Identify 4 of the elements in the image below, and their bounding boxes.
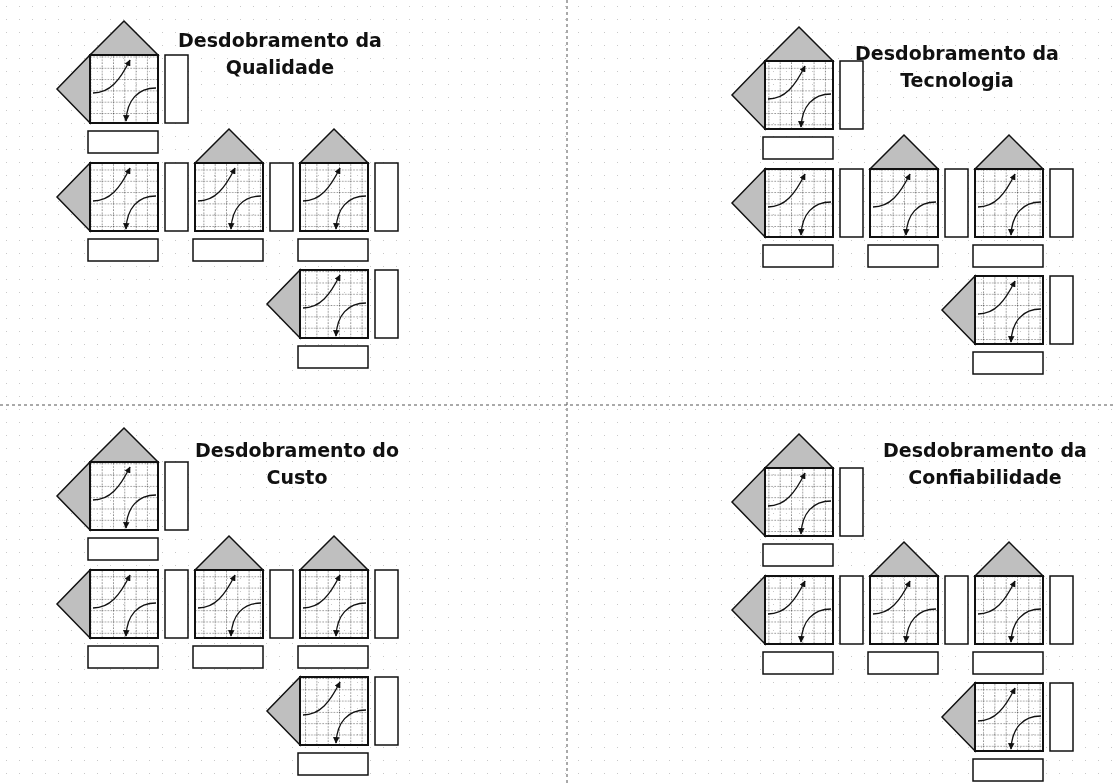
section-title: Desdobramento da Tecnologia (854, 41, 1060, 93)
section-title: Desdobramento da Qualidade (177, 28, 383, 80)
section-title: Desdobramento do Custo (194, 438, 400, 490)
section-title: Desdobramento da Confiabilidade (882, 438, 1088, 490)
